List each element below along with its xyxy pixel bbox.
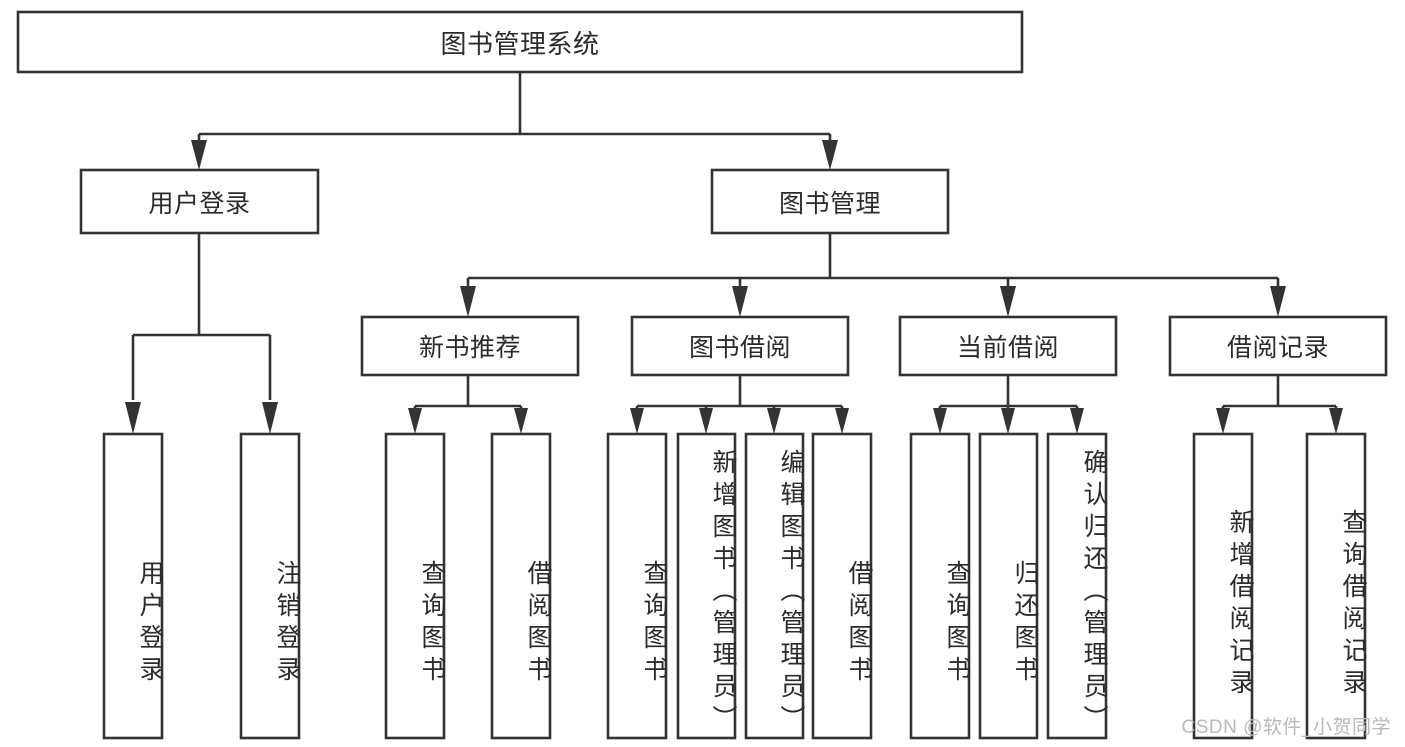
arrow-head-leaf-user-login xyxy=(125,402,141,434)
node-box-book-management[interactable] xyxy=(710,168,950,235)
arrow-head-leaf-confirm-return xyxy=(1070,408,1084,434)
node-box-leaf-confirm-return[interactable] xyxy=(1046,432,1108,740)
arrow-head-leaf-add-record xyxy=(1216,408,1230,434)
arrow-head-leaf-borrow-book-2 xyxy=(835,408,849,434)
node-box-leaf-logout-login[interactable] xyxy=(239,432,301,740)
node-box-borrow-record[interactable] xyxy=(1168,315,1388,377)
node-box-leaf-edit-book[interactable] xyxy=(744,432,805,740)
arrow-head-leaf-query-record xyxy=(1329,408,1343,434)
arrow-head-leaf-query-book-2 xyxy=(630,408,644,434)
arrow-head-book-borrow xyxy=(732,286,748,317)
watermark-text: CSDN @软件_小贺同学 xyxy=(1181,717,1391,738)
arrow-head-leaf-borrow-book-1 xyxy=(514,408,528,434)
arrow-head-user-login xyxy=(191,140,207,170)
connector-current-borrow-to-leaves xyxy=(933,375,1084,434)
arrow-head-leaf-add-book xyxy=(699,408,713,434)
node-box-leaf-return-book[interactable] xyxy=(978,432,1039,740)
arrow-head-current-borrow xyxy=(1000,286,1016,317)
arrow-head-leaf-logout-login xyxy=(262,402,278,434)
node-box-leaf-user-login[interactable] xyxy=(102,432,164,740)
connector-new-book-recommend-to-leaves xyxy=(408,375,528,434)
node-box-leaf-borrow-book-1[interactable] xyxy=(490,432,552,740)
arrow-head-borrow-record xyxy=(1270,286,1286,317)
node-box-leaf-borrow-book-2[interactable] xyxy=(811,432,873,740)
arrow-head-leaf-edit-book xyxy=(767,408,781,434)
arrow-head-leaf-return-book xyxy=(1001,408,1015,434)
arrow-head-leaf-query-book-1 xyxy=(408,408,422,434)
node-box-leaf-query-book-1[interactable] xyxy=(384,432,446,740)
arrow-head-new-book-recommend xyxy=(460,286,476,317)
connector-user-login-to-leaves xyxy=(125,233,278,434)
node-box-new-book-recommend[interactable] xyxy=(360,315,580,377)
connector-book-management-to-level3 xyxy=(460,233,1286,317)
connector-root-to-level2 xyxy=(191,72,838,170)
node-box-leaf-add-book[interactable] xyxy=(676,432,737,740)
node-box-root[interactable] xyxy=(16,10,1024,74)
arrow-head-book-management xyxy=(822,140,838,170)
arrow-head-leaf-query-book-3 xyxy=(933,408,947,434)
node-box-current-borrow[interactable] xyxy=(898,315,1118,377)
node-box-leaf-query-record[interactable] xyxy=(1305,432,1367,740)
node-box-leaf-query-book-3[interactable] xyxy=(909,432,971,740)
node-box-book-borrow[interactable] xyxy=(630,315,850,377)
node-box-user-login[interactable] xyxy=(79,168,320,235)
connector-book-borrow-to-leaves xyxy=(630,375,849,434)
connector-borrow-record-to-leaves xyxy=(1216,375,1343,434)
node-box-leaf-query-book-2[interactable] xyxy=(606,432,668,740)
node-box-leaf-add-record[interactable] xyxy=(1192,432,1254,740)
